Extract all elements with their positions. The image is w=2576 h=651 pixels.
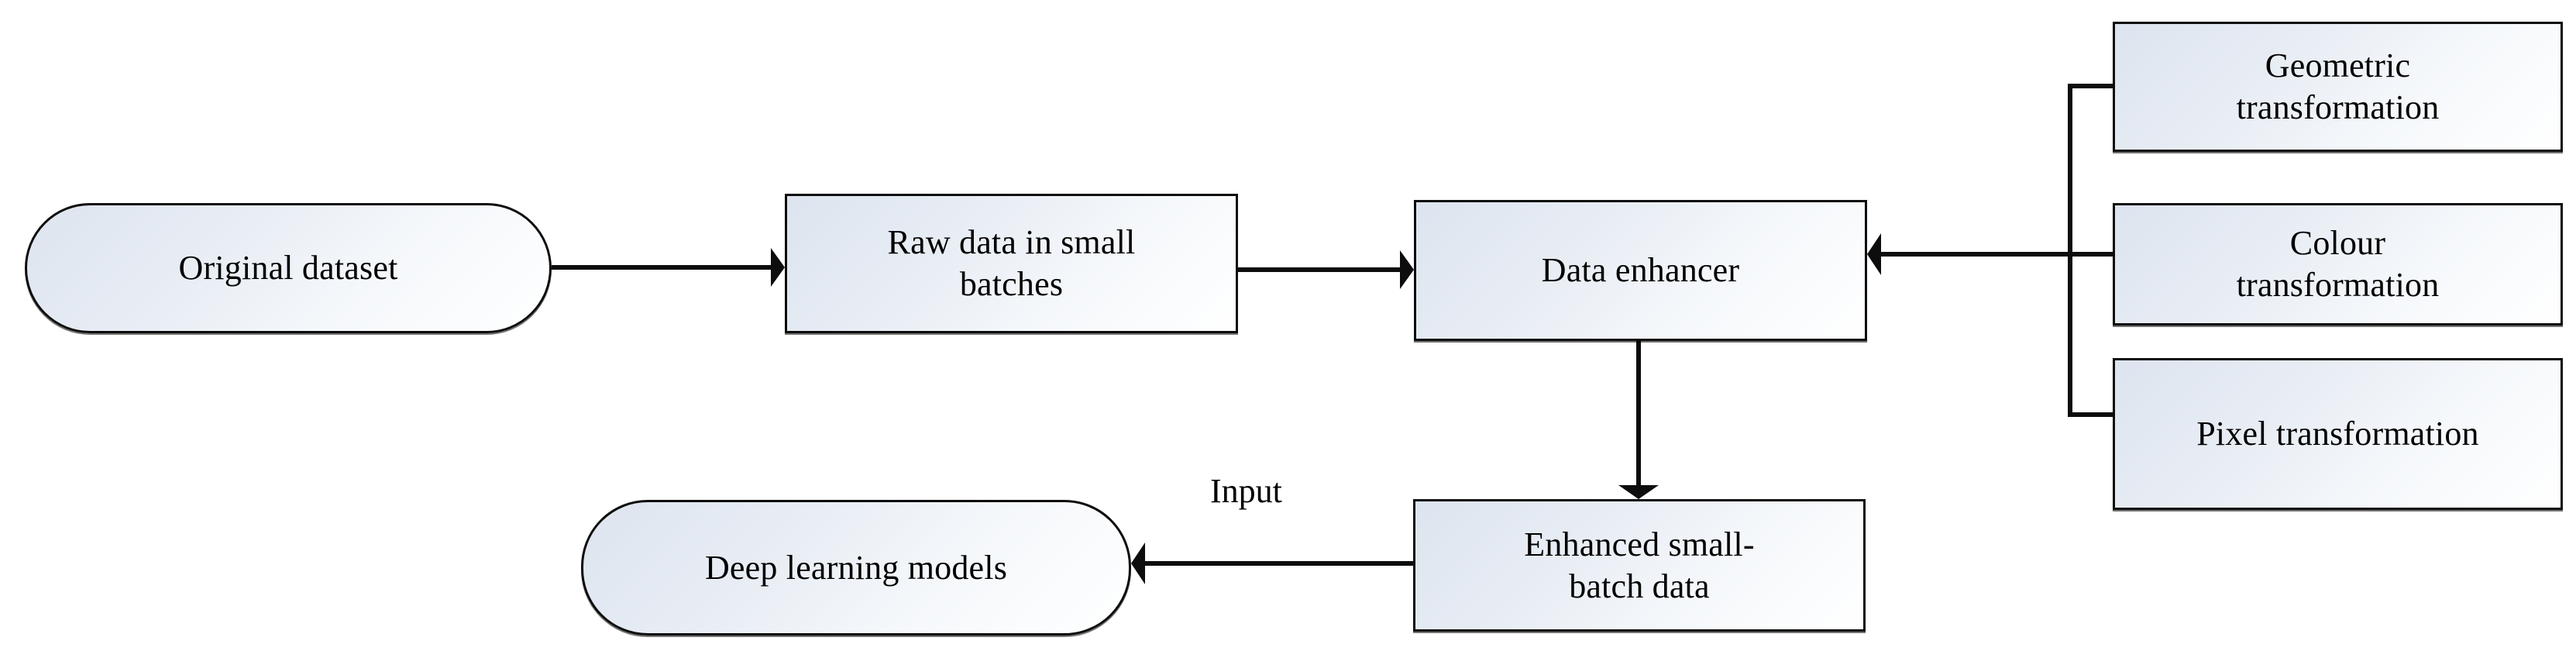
- node-geometric-transformation-label: Geometric transformation: [2236, 46, 2440, 126]
- connector-enhancer-to-enhanced: [1618, 341, 1659, 499]
- node-enhanced-small-batch-data-label: Enhanced small- batch data: [1524, 525, 1755, 605]
- node-raw-data-in-small-batches[interactable]: Raw data in small batches: [785, 194, 1238, 333]
- node-pixel-transformation[interactable]: Pixel transformation: [2113, 358, 2563, 510]
- node-deep-learning-models-label: Deep learning models: [704, 548, 1008, 587]
- node-geometric-transformation[interactable]: Geometric transformation: [2113, 22, 2563, 152]
- node-original-dataset[interactable]: Original dataset: [25, 203, 552, 333]
- connector-transformations-bus: [1867, 84, 2113, 417]
- connector-enhanced-to-models: [1131, 542, 1413, 584]
- node-enhanced-small-batch-data[interactable]: Enhanced small- batch data: [1413, 499, 1866, 632]
- node-deep-learning-models[interactable]: Deep learning models: [581, 500, 1131, 636]
- node-colour-transformation[interactable]: Colour transformation: [2113, 203, 2563, 326]
- connector-raw-to-enhancer: [1238, 250, 1414, 289]
- node-raw-data-in-small-batches-label: Raw data in small batches: [887, 223, 1136, 303]
- node-original-dataset-label: Original dataset: [178, 249, 398, 288]
- node-data-enhancer[interactable]: Data enhancer: [1414, 200, 1867, 341]
- connector-original-to-raw: [552, 248, 785, 287]
- edge-label-input: Input: [1210, 472, 1282, 510]
- node-colour-transformation-label: Colour transformation: [2236, 224, 2440, 304]
- node-data-enhancer-label: Data enhancer: [1541, 251, 1740, 290]
- node-pixel-transformation-label: Pixel transformation: [2196, 415, 2479, 453]
